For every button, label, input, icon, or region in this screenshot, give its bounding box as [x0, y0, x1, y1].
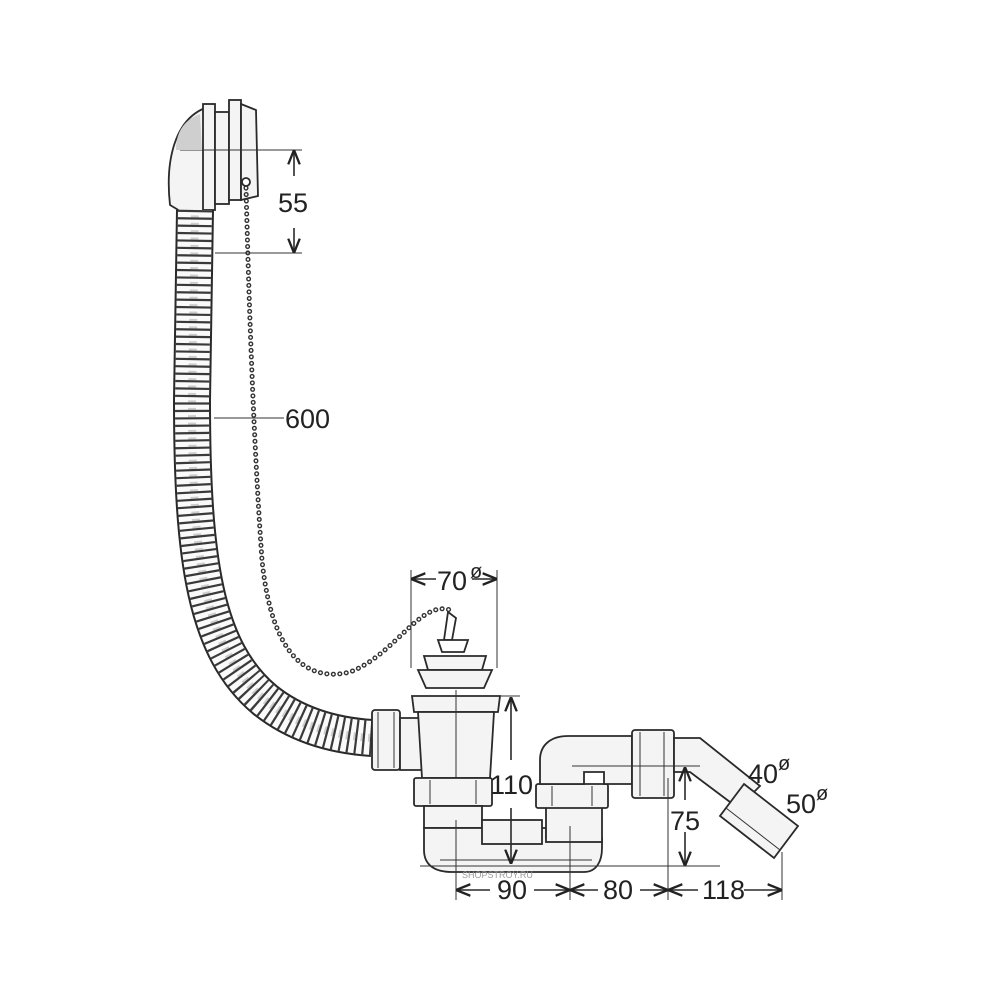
- dim-75-label: 75: [670, 806, 700, 836]
- dim-110-label: 110: [490, 770, 533, 800]
- plug-chain: [243, 185, 453, 677]
- dim-55: 55: [215, 149, 308, 254]
- dim-70-diameter-symbol: ø: [470, 561, 482, 583]
- dim-40-label: 40: [748, 759, 778, 789]
- dim-600-label: 600: [285, 404, 330, 434]
- dim-70-diameter: 70 ø: [410, 561, 498, 668]
- overflow-head: [167, 99, 300, 215]
- dim-40-diameter-symbol: ø: [778, 753, 790, 775]
- dim-75: 75: [604, 765, 700, 866]
- siphon-body: [371, 690, 800, 873]
- drain-plug: [416, 610, 494, 689]
- dim-600: 600: [214, 404, 330, 434]
- dim-118-label: 118: [702, 875, 745, 905]
- watermark: SHOPSTROY.RU: [462, 870, 533, 880]
- flexible-hose: [172, 209, 374, 757]
- dim-50-diameter-symbol: ø: [816, 783, 828, 805]
- dim-outlet-diameters: 40 ø 50 ø: [748, 753, 828, 819]
- dim-90-label: 90: [497, 875, 527, 905]
- dim-110: 110: [490, 695, 533, 864]
- dim-horizontal: 90 80 118: [420, 778, 783, 905]
- dim-80-label: 80: [603, 875, 633, 905]
- dim-55-label: 55: [278, 188, 308, 218]
- dim-70-label: 70: [437, 566, 467, 596]
- dim-50-label: 50: [786, 789, 816, 819]
